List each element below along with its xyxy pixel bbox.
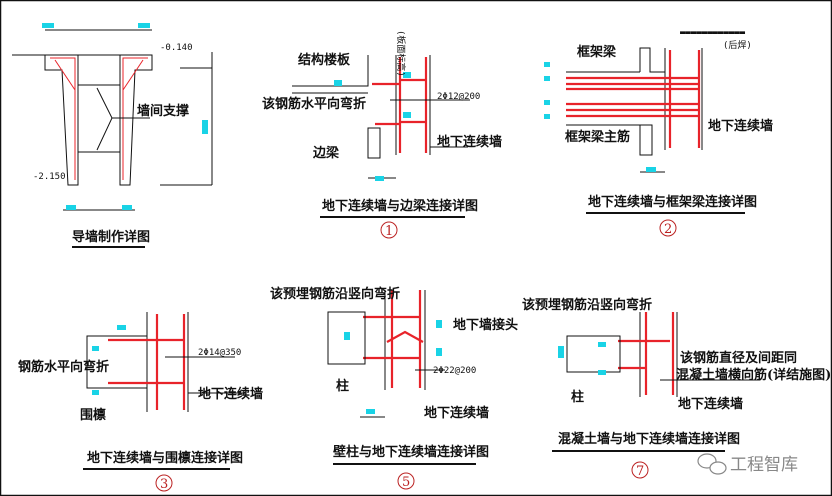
label-main-bar: 框架梁主筋	[565, 129, 630, 145]
label-rebar: 2Φ12@200	[437, 92, 480, 102]
detail-number: 1	[385, 224, 393, 239]
label-bend: 该预埋钢筋沿竖向弯折	[270, 286, 400, 302]
detail-5: 该预埋钢筋沿竖向弯折 地下墙接头 柱 2Φ22@200 地下连续墙 壁柱与地下连…	[270, 286, 518, 490]
label-wall: 地下连续墙	[437, 134, 502, 150]
wechat-icon	[697, 453, 727, 475]
detail-number: 7	[636, 464, 644, 479]
label-bend: 钢筋水平向弯折	[18, 359, 109, 375]
label-column: 柱	[571, 389, 584, 405]
detail-number: 2	[664, 222, 672, 237]
detail-title: 导墙制作详图	[72, 229, 150, 245]
watermark-text: 工程智库	[730, 455, 798, 475]
detail-title: 地下连续墙与围檩连接详图	[87, 450, 243, 466]
detail-7: 该预埋钢筋沿竖向弯折 该钢筋直径及间距同 混凝土墙横向筋(详结施图) 柱 地下连…	[522, 297, 831, 479]
label-note: ▬▬▬▬▬▬▬▬▬▬▬▬	[680, 28, 746, 38]
detail-3: 钢筋水平向弯折 围檩 2Φ14@350 地下连续墙 地下连续墙与围檩连接详图 3	[18, 312, 263, 492]
watermark: 工程智库	[697, 453, 798, 475]
label-note-end: (后焊)	[723, 39, 752, 51]
label-vertical: (板面标高)	[395, 30, 407, 77]
detail-title: 地下连续墙与框架梁连接详图	[588, 194, 757, 210]
detail-2: ▬▬▬▬▬▬▬▬▬▬▬▬ (后焊) 框架梁 框架梁主筋 地下连续墙 地下连续墙与…	[544, 28, 773, 237]
label-edge-beam: 边梁	[312, 145, 340, 161]
elevation-bottom: -2.150	[33, 172, 66, 182]
label-wall: 地下连续墙	[424, 405, 489, 421]
label-note-2: 混凝土墙横向筋(详结施图)	[676, 367, 831, 383]
label-beam: 框架梁	[577, 44, 617, 60]
label-rebar: 2Φ22@200	[433, 366, 476, 376]
label-bend: 该钢筋水平向弯折	[262, 96, 366, 112]
label-wall: 地下连续墙	[198, 386, 263, 402]
label-rebar: 2Φ14@350	[198, 348, 241, 358]
label-wall: 地下连续墙	[708, 118, 773, 134]
label-joint: 地下墙接头	[453, 317, 518, 333]
detail-title: 地下连续墙与边梁连接详图	[322, 198, 478, 214]
label-bend: 该预埋钢筋沿竖向弯折	[522, 297, 652, 313]
label-slab: 结构楼板	[298, 52, 351, 68]
detail-title: 混凝土墙与地下连续墙连接详图	[558, 431, 740, 447]
detail-1: 结构楼板 该钢筋水平向弯折 边梁 2Φ12@200 地下连续墙 (板面标高) 地…	[0, 0, 502, 239]
label-brace: 墙间支撑	[137, 103, 189, 119]
label-wall: 地下连续墙	[678, 396, 743, 412]
label-note-1: 该钢筋直径及间距同	[680, 350, 797, 366]
label-waler: 围檩	[80, 407, 106, 423]
label-column: 柱	[336, 378, 349, 394]
detail-title: 壁柱与地下连续墙连接详图	[333, 444, 489, 460]
guide-wall-detail: -0.140 -2.150 墙间支撑 导墙制作详图	[12, 23, 213, 248]
detail-number: 3	[160, 477, 168, 492]
detail-number: 5	[402, 475, 410, 490]
elevation-top: -0.140	[160, 43, 193, 53]
